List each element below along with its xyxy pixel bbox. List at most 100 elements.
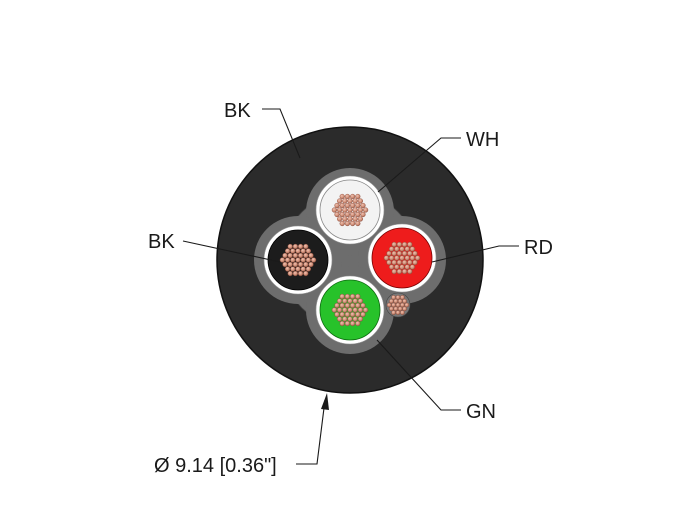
copper-strand: [402, 259, 408, 266]
copper-strand: [339, 202, 345, 209]
copper-strand: [344, 302, 350, 309]
copper-strand: [394, 264, 400, 270]
copper-strand: [305, 257, 311, 263]
copper-strand: [391, 268, 397, 275]
copper-strand: [305, 248, 311, 254]
copper-strand: [360, 302, 366, 309]
copper-strand: [352, 316, 358, 322]
copper-strand: [295, 248, 301, 254]
copper-strand: [355, 293, 361, 300]
copper-strand: [350, 202, 356, 209]
copper-strand: [282, 261, 288, 268]
copper-strand: [334, 302, 340, 309]
copper-strand: [397, 306, 403, 312]
copper-strand: [402, 250, 408, 257]
copper-strand: [396, 241, 402, 248]
copper-strand: [350, 220, 356, 227]
copper-strand: [347, 207, 353, 213]
copper-strand: [415, 255, 421, 261]
copper-strand: [402, 268, 408, 275]
copper-strand: [337, 298, 343, 304]
copper-strand: [355, 220, 361, 227]
copper-strand: [339, 293, 345, 300]
copper-strand: [292, 270, 298, 277]
copper-strand: [342, 198, 348, 204]
copper-strand: [342, 307, 348, 313]
label-white: WH: [466, 129, 499, 151]
leader-black: [182, 240, 281, 263]
copper-strand: [303, 243, 309, 250]
copper-strand: [357, 316, 363, 322]
copper-strand: [350, 293, 356, 300]
copper-strand: [344, 311, 350, 318]
copper-strand: [308, 252, 314, 259]
copper-strand: [339, 211, 345, 218]
copper-strand: [395, 295, 401, 300]
copper-strand: [298, 252, 304, 259]
copper-strand: [407, 241, 413, 248]
copper-strand: [339, 311, 345, 318]
copper-strand: [355, 211, 361, 218]
copper-strand: [404, 255, 410, 261]
copper-strand: [290, 266, 296, 272]
copper-strand: [357, 216, 363, 222]
copper-strand: [389, 298, 394, 304]
copper-strand: [399, 264, 405, 270]
copper-strand: [305, 266, 311, 272]
copper-strand: [396, 259, 402, 266]
copper-strand: [389, 264, 395, 270]
copper-strand: [360, 202, 366, 209]
copper-strand: [339, 193, 345, 200]
copper-strand: [347, 216, 353, 222]
copper-strand: [400, 302, 405, 308]
copper-strand: [355, 202, 361, 209]
copper-strand: [404, 302, 410, 308]
copper-strand: [391, 310, 396, 315]
copper-strand: [350, 320, 356, 327]
copper-strand: [355, 311, 361, 318]
copper-strand: [395, 302, 401, 308]
copper-strand: [300, 257, 306, 263]
copper-strand: [402, 241, 408, 248]
copper-strand: [391, 295, 396, 300]
copper-strand: [287, 243, 293, 250]
copper-strand: [383, 255, 389, 261]
copper-strand: [357, 207, 363, 213]
copper-strand: [394, 246, 400, 252]
copper-strand: [337, 216, 343, 222]
copper-strand: [357, 307, 363, 313]
copper-strand: [355, 193, 361, 200]
copper-strand: [409, 255, 415, 261]
label-black: BK: [148, 231, 175, 253]
copper-strand: [395, 310, 401, 315]
label-red: RD: [524, 237, 553, 259]
copper-strand: [344, 211, 350, 218]
copper-strand: [391, 259, 397, 266]
copper-strand: [287, 270, 293, 277]
copper-strand: [292, 243, 298, 250]
copper-strand: [407, 259, 413, 266]
copper-strand: [399, 255, 405, 261]
copper-strand: [279, 257, 285, 263]
copper-strand: [334, 311, 340, 318]
copper-strand: [292, 261, 298, 268]
copper-strand: [337, 198, 343, 204]
copper-strand: [355, 320, 361, 327]
copper-strand: [285, 266, 291, 272]
copper-strand: [391, 241, 397, 248]
copper-strand: [352, 298, 358, 304]
copper-strand: [339, 320, 345, 327]
leader-red: [431, 245, 519, 263]
copper-strand: [285, 248, 291, 254]
copper-strand: [287, 252, 293, 259]
copper-strand: [404, 246, 410, 252]
copper-strand: [412, 259, 418, 266]
copper-strand: [344, 220, 350, 227]
copper-strand: [402, 298, 407, 304]
copper-strand: [355, 302, 361, 309]
copper-strand: [308, 261, 314, 268]
copper-strand: [357, 198, 363, 204]
copper-strand: [397, 298, 403, 304]
copper-strand: [342, 216, 348, 222]
copper-strand: [337, 316, 343, 322]
